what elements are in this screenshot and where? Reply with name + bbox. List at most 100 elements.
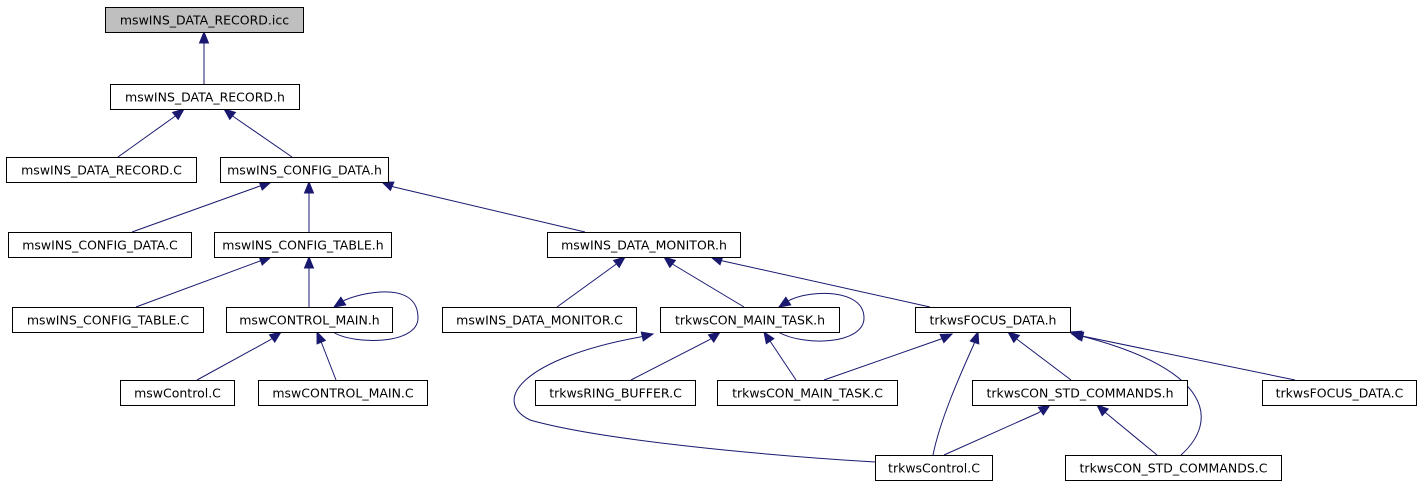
node-ctrlmain-h[interactable]: mswCONTROL_MAIN.h — [226, 307, 393, 333]
edge-line — [1096, 404, 1158, 456]
edge-arrowhead — [303, 255, 315, 269]
edge-arrowhead — [268, 331, 283, 344]
node-label: trkwsFOCUS_DATA.C — [1276, 386, 1404, 401]
edge-arrowhead — [198, 30, 210, 44]
edge-cfgtable_c-to-cfgtable_h — [135, 256, 273, 308]
node-box[interactable] — [660, 307, 840, 333]
edge-arrowhead — [303, 180, 315, 194]
edge-ctrlmain_h-to-cfgtable_h — [303, 255, 315, 307]
node-box[interactable] — [1262, 380, 1417, 406]
edge-line — [381, 181, 586, 233]
edge-line — [1007, 331, 1072, 381]
edge-arrowhead — [969, 330, 980, 345]
node-box[interactable] — [915, 307, 1071, 333]
edge-line — [932, 331, 979, 456]
edge-line — [513, 333, 876, 463]
edge-line — [1071, 333, 1202, 456]
edge-ctrlmain_c-to-ctrlmain_h — [316, 330, 337, 381]
edge-focus_c-to-focus_h — [1068, 330, 1296, 381]
edge-arrowhead — [939, 333, 954, 344]
node-label: trkwsControl.C — [888, 461, 980, 476]
node-rec-c[interactable]: mswINS_DATA_RECORD.C — [6, 157, 197, 183]
edge-arrowhead — [1006, 331, 1021, 344]
edge-ctrlmain_h-to-ctrlmain_h — [332, 291, 419, 341]
node-label: mswINS_CONFIG_DATA.C — [22, 238, 178, 253]
node-box[interactable] — [258, 380, 428, 406]
node-contask-h[interactable]: trkwsCON_MAIN_TASK.h — [660, 307, 840, 333]
edge-line — [556, 256, 626, 308]
edge-arrowhead — [1096, 404, 1110, 417]
edge-focus_h-to-monitor_h — [709, 255, 931, 308]
node-label: trkwsRING_BUFFER.C — [549, 386, 682, 401]
node-stdcmd-c[interactable]: trkwsCON_STD_COMMANDS.C — [1065, 455, 1282, 481]
node-label: trkwsCON_STD_COMMANDS.C — [1080, 461, 1268, 476]
edge-contask_h-to-monitor_h — [662, 256, 745, 308]
node-rec-h[interactable]: mswINS_DATA_RECORD.h — [110, 84, 300, 110]
node-box[interactable] — [8, 232, 192, 258]
edge-line — [777, 292, 865, 342]
edge-arrowhead — [612, 256, 627, 269]
node-box[interactable] — [220, 157, 389, 183]
node-focus-h[interactable]: trkwsFOCUS_DATA.h — [915, 307, 1071, 333]
edge-arrowhead — [1068, 330, 1083, 341]
node-box[interactable] — [214, 232, 392, 258]
node-box[interactable] — [105, 7, 304, 33]
node-box[interactable] — [110, 84, 300, 110]
node-label: trkwsCON_STD_COMMANDS.h — [986, 386, 1173, 401]
node-box[interactable] — [120, 380, 235, 406]
node-box[interactable] — [6, 157, 197, 183]
edge-trkcontrol_c-to-focus_h — [932, 330, 980, 456]
node-cfgtable-c[interactable]: mswINS_CONFIG_TABLE.C — [12, 307, 204, 333]
node-rec-icc[interactable]: mswINS_DATA_RECORD.icc — [105, 7, 304, 33]
edge-line — [943, 404, 1051, 456]
node-label: mswINS_DATA_RECORD.h — [125, 90, 285, 105]
edge-trkcontrol_c-to-contask_h — [513, 331, 876, 463]
edge-monitor_c-to-monitor_h — [556, 256, 627, 308]
edge-arrowhead — [662, 256, 677, 269]
edge-monitor_h-to-cfgdata_h — [380, 181, 586, 233]
edge-arrowhead — [171, 108, 186, 121]
node-label: trkwsCON_MAIN_TASK.h — [675, 313, 825, 328]
edge-ring_c-to-contask_h — [630, 331, 722, 381]
edge-line — [332, 291, 419, 341]
node-box[interactable] — [547, 232, 741, 258]
node-trkcontrol-c[interactable]: trkwsControl.C — [875, 455, 993, 481]
node-box[interactable] — [875, 455, 993, 481]
edge-line — [223, 108, 293, 158]
edge-line — [710, 256, 931, 308]
node-monitor-h[interactable]: mswINS_DATA_MONITOR.h — [547, 232, 741, 258]
edge-cfgtable_h-to-cfgdata_h — [303, 180, 315, 232]
edge-arrowhead — [777, 296, 792, 308]
edge-cfgdata_c-to-cfgdata_h — [131, 181, 273, 233]
node-box[interactable] — [535, 380, 696, 406]
node-contask-c[interactable]: trkwsCON_MAIN_TASK.C — [717, 380, 898, 406]
edge-line — [663, 256, 745, 308]
node-box[interactable] — [717, 380, 898, 406]
node-ctrlmain-c[interactable]: mswCONTROL_MAIN.C — [258, 380, 428, 406]
edge-rec_c-to-rec_h — [117, 108, 186, 158]
node-ring-c[interactable]: trkwsRING_BUFFER.C — [535, 380, 696, 406]
node-box[interactable] — [1065, 455, 1282, 481]
edge-line — [131, 181, 272, 233]
node-mswcontrol-c[interactable]: mswControl.C — [120, 380, 235, 406]
node-box[interactable] — [972, 380, 1188, 406]
edges-layer — [117, 30, 1296, 463]
node-label: mswINS_DATA_RECORD.icc — [120, 13, 289, 28]
edge-contask_c-to-contask_h — [763, 330, 797, 381]
node-monitor-c[interactable]: mswINS_DATA_MONITOR.C — [442, 307, 637, 333]
edge-stdcmd_c-to-stdcmd_h — [1096, 404, 1158, 456]
node-box[interactable] — [12, 307, 204, 333]
node-stdcmd-h[interactable]: trkwsCON_STD_COMMANDS.h — [972, 380, 1188, 406]
edge-arrowhead — [707, 331, 722, 344]
edge-arrowhead — [332, 296, 347, 308]
edge-mswcontrol_c-to-ctrlmain_h — [196, 331, 283, 381]
node-cfgdata-c[interactable]: mswINS_CONFIG_DATA.C — [8, 232, 192, 258]
node-focus-c[interactable]: trkwsFOCUS_DATA.C — [1262, 380, 1417, 406]
node-cfgdata-h[interactable]: mswINS_CONFIG_DATA.h — [220, 157, 389, 183]
edge-line — [117, 108, 185, 158]
node-cfgtable-h[interactable]: mswINS_CONFIG_TABLE.h — [214, 232, 392, 258]
node-box[interactable] — [442, 307, 637, 333]
node-box[interactable] — [226, 307, 393, 333]
node-label: mswINS_CONFIG_TABLE.h — [222, 238, 383, 253]
